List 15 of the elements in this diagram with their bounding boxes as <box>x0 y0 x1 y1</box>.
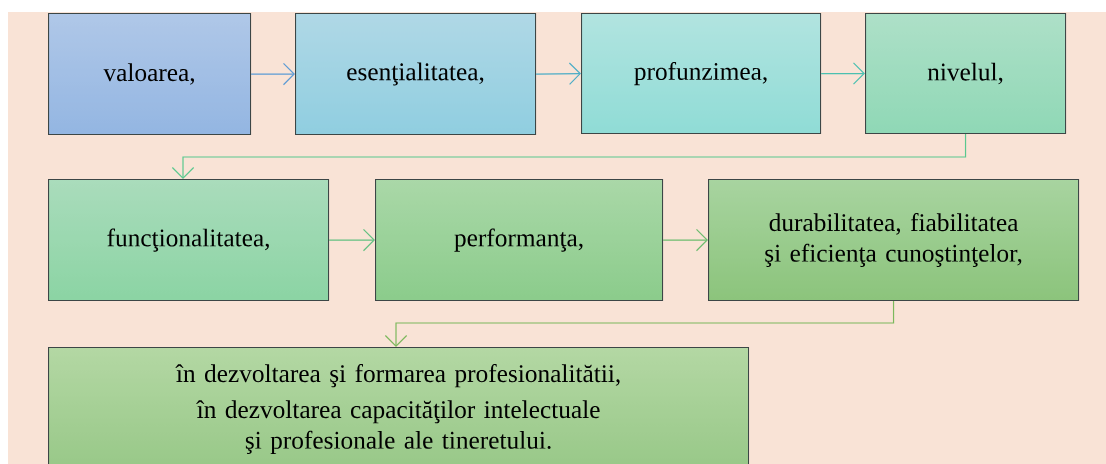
process-box: profunzimea, <box>581 13 822 135</box>
process-box: valoarea, <box>48 13 252 136</box>
arrow <box>662 228 708 252</box>
process-box: nivelul, <box>865 13 1067 135</box>
arrow <box>171 133 967 179</box>
arrow <box>384 300 895 347</box>
arrow <box>250 62 295 86</box>
process-box: durabilitatea, fiabilitatea şi eficienţa cunoştinţelor, <box>708 179 1080 302</box>
arrow <box>820 62 865 85</box>
process-box: esenţialitatea, <box>295 13 537 136</box>
process-box: performanţa, <box>375 179 664 302</box>
arrow <box>535 62 581 85</box>
process-box: în dezvoltarea şi formarea profesionalitătii, în dezvoltarea capacităţilor intelectuale şi profesionale ale tineretului. <box>48 347 750 464</box>
process-box: funcţionalitatea, <box>48 179 330 302</box>
arrow <box>328 228 375 252</box>
